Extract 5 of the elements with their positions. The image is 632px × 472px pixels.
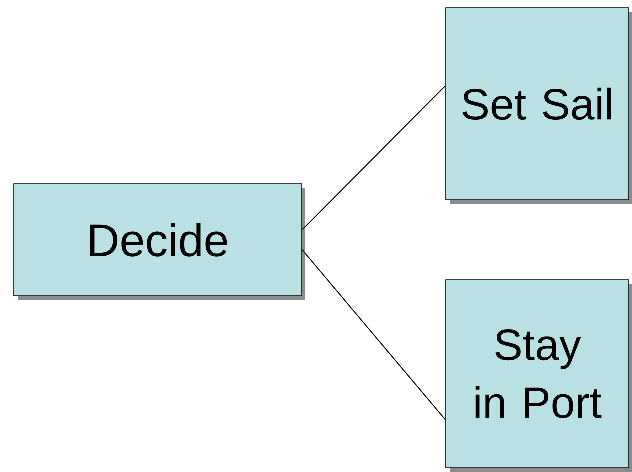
connector-line bbox=[302, 85, 446, 230]
process-box: Stay in Port bbox=[446, 280, 632, 472]
connector-line bbox=[302, 249, 446, 420]
process-box: Decide bbox=[14, 184, 305, 300]
process-box: Set Sail bbox=[446, 8, 632, 204]
